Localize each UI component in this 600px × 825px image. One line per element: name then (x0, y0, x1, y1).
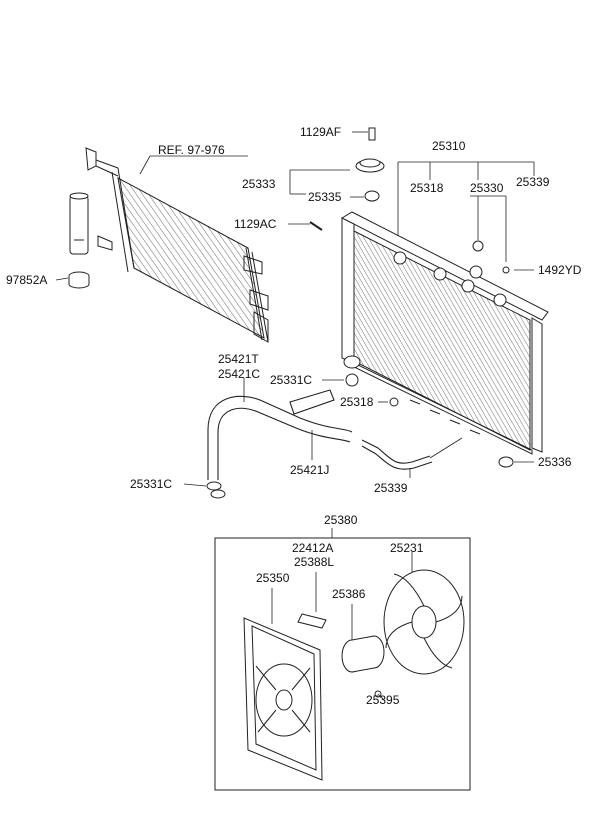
fan-assembly-frame (214, 537, 471, 791)
fan-shroud (243, 617, 323, 781)
label-25386: 25386 (332, 587, 366, 601)
label-25333: 25333 (242, 177, 276, 191)
drier-cap (68, 271, 90, 289)
label-25318-top: 25318 (410, 181, 444, 195)
label-25331C-upper: 25331C (270, 373, 312, 387)
fan-motor (341, 635, 385, 698)
label-25330: 25330 (470, 181, 504, 195)
radiator (340, 211, 549, 455)
fan-label-plate (297, 613, 327, 629)
part-labels: 1129AF 25310 REF. 97-976 25333 25318 253… (6, 125, 582, 707)
lower-hose (361, 439, 433, 470)
label-25310: 25310 (432, 139, 466, 153)
label-25335: 25335 (308, 190, 342, 204)
label-1129AF: 1129AF (300, 125, 341, 139)
label-1129AC: 1129AC (234, 217, 277, 231)
label-25395: 25395 (366, 693, 400, 707)
condenser (85, 147, 269, 343)
label-25336: 25336 (538, 455, 572, 469)
label-25339-top: 25339 (516, 175, 550, 189)
label-25421J: 25421J (290, 463, 329, 477)
label-ref: REF. 97-976 (158, 143, 225, 157)
label-25421T: 25421T (218, 352, 259, 366)
label-25421C: 25421C (218, 367, 260, 381)
label-25380: 25380 (324, 513, 358, 527)
label-25350: 25350 (256, 571, 290, 585)
label-97852A: 97852A (6, 273, 47, 287)
label-22412A: 22412A (292, 541, 333, 555)
upper-hose (207, 389, 353, 480)
label-25388L: 25388L (294, 555, 334, 569)
label-25331C-lower: 25331C (130, 477, 172, 491)
fan-blade (383, 569, 465, 675)
label-25318-lower: 25318 (340, 395, 374, 409)
label-25231: 25231 (390, 541, 424, 555)
receiver-drier (69, 192, 89, 255)
leader-lines (55, 131, 535, 701)
hardware-parts (206, 127, 514, 499)
label-25339-lower: 25339 (374, 481, 408, 495)
label-1492YD: 1492YD (538, 263, 582, 277)
